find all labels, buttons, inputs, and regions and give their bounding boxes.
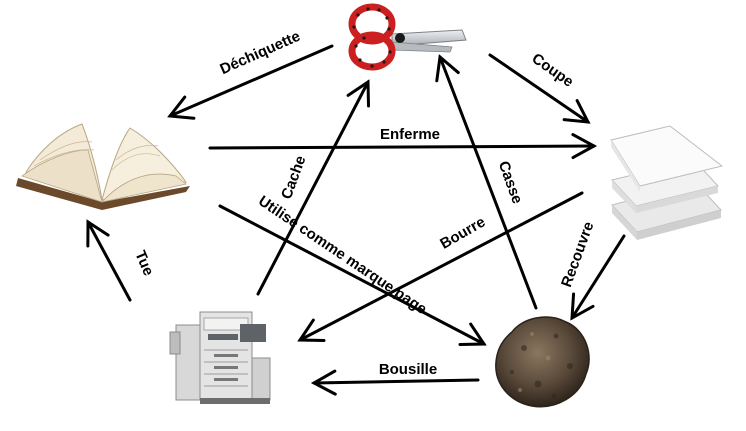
edge-label-paper-to-rock: Recouvre — [558, 219, 597, 289]
arrow-paper-to-printer — [298, 191, 584, 342]
arrow-scissors-to-book — [168, 44, 334, 118]
rock-icon — [495, 316, 590, 408]
book-icon — [16, 123, 190, 210]
arrow-printer-to-book — [86, 220, 132, 302]
edge-label-rock-to-printer: Bousille — [379, 361, 437, 378]
paper-stack-icon — [610, 125, 724, 240]
edge-label-book-to-paper: Enferme — [380, 126, 440, 143]
arrowhead-book-to-paper — [571, 133, 598, 160]
arrowhead-scissors-to-paper — [562, 99, 591, 124]
edge-label-book-to-rock: Utilise comme marque page — [255, 193, 430, 319]
arrowhead-book-to-rock — [458, 322, 487, 346]
edge-label-rock-to-scissors: Casse — [495, 159, 526, 206]
arrow-printer-to-scissors — [256, 80, 370, 296]
edge-label-printer-to-book: Tue — [131, 248, 157, 278]
arrowhead-rock-to-scissors — [435, 54, 460, 83]
arrow-paper-to-rock — [570, 234, 626, 320]
arrow-book-to-rock — [218, 204, 486, 346]
printer-icon — [169, 311, 271, 404]
scissors-icon — [348, 3, 467, 71]
arrowhead-paper-to-rock — [570, 292, 595, 321]
arrowhead-paper-to-printer — [297, 318, 326, 342]
arrow-scissors-to-paper — [488, 53, 590, 124]
arrowhead-rock-to-printer — [310, 369, 337, 396]
arrow-book-to-paper — [208, 144, 596, 150]
edge-label-printer-to-scissors: Cache — [278, 153, 309, 201]
edge-label-scissors-to-book: Déchiquette — [217, 28, 302, 78]
arrows-layer — [86, 44, 626, 396]
arrowhead-printer-to-book — [86, 219, 110, 248]
arrow-rock-to-printer — [312, 378, 480, 385]
arrow-rock-to-scissors — [438, 55, 538, 310]
arrowhead-printer-to-scissors — [346, 79, 371, 108]
arrowhead-scissors-to-book — [167, 95, 196, 120]
